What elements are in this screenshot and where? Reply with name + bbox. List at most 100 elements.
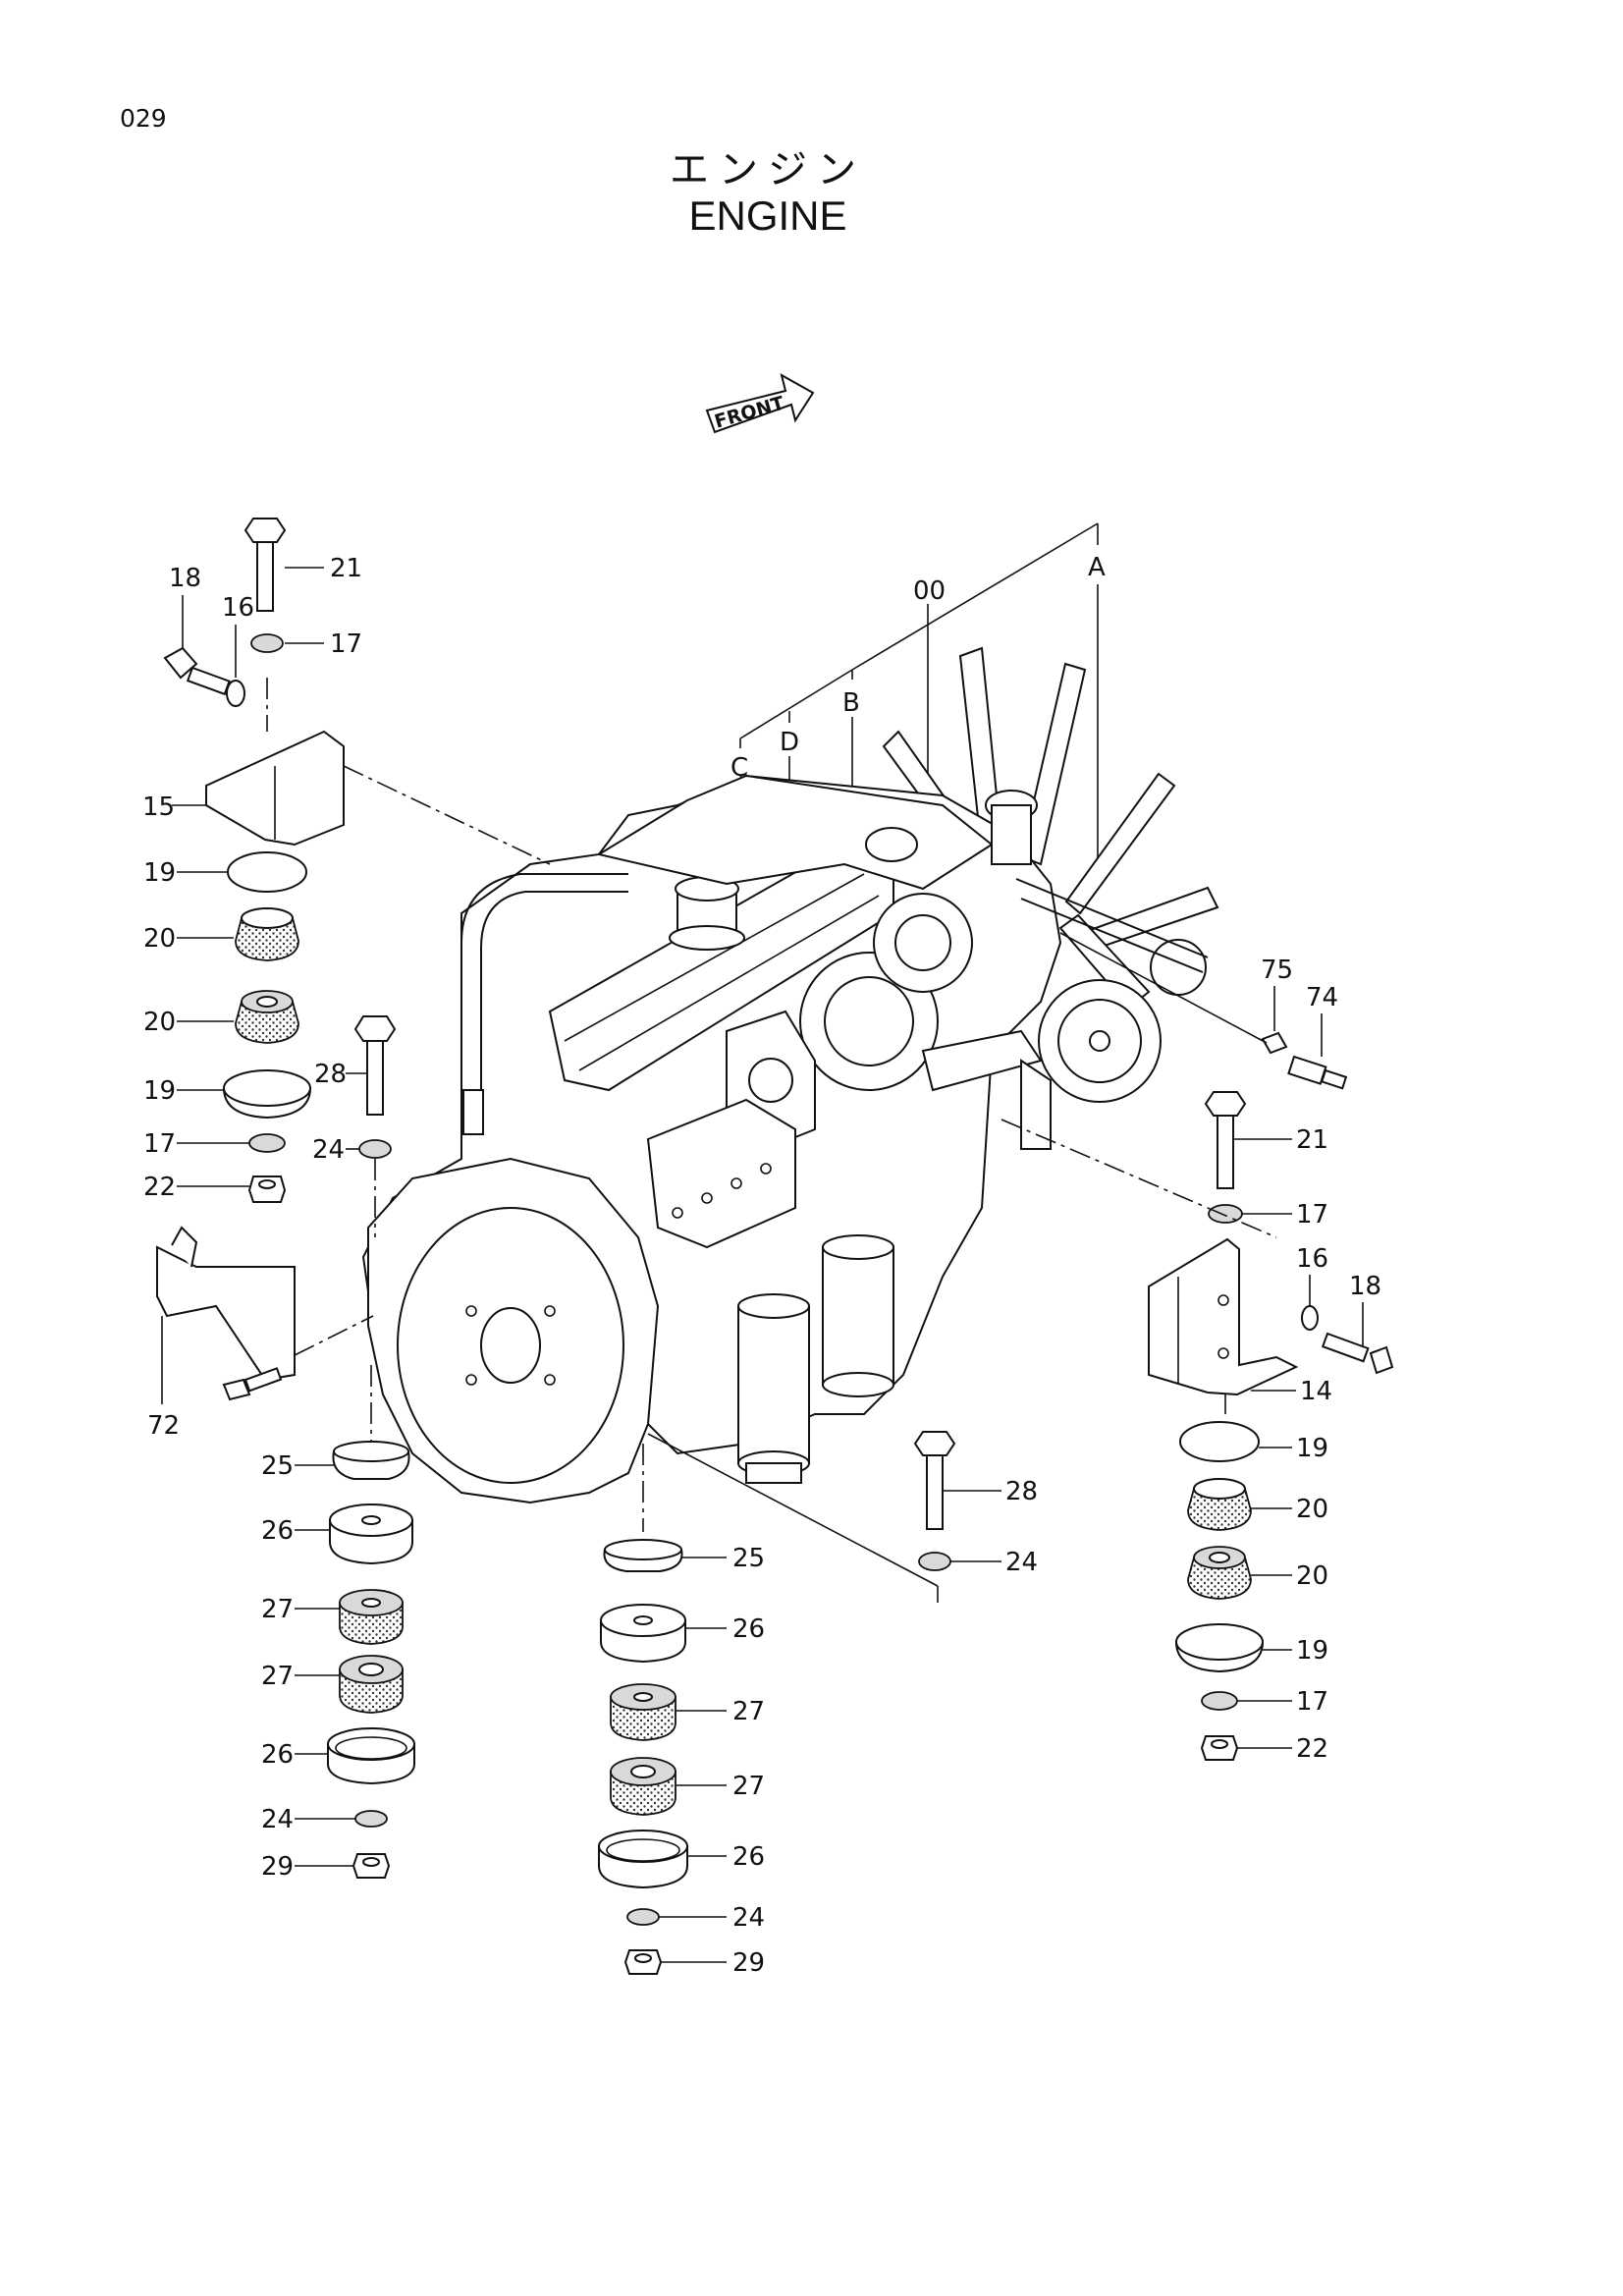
front-arrow-icon: FRONT <box>705 372 815 434</box>
letter-b: B <box>842 688 860 718</box>
callout-20a: 20 <box>143 924 176 954</box>
callout-17-right: 17 <box>1296 1200 1328 1230</box>
callout-25-m: 25 <box>732 1544 765 1573</box>
rubber-27-left-b-icon <box>339 1655 404 1714</box>
washer-24-left-icon <box>358 1139 392 1159</box>
oil-filter-icon <box>822 1234 894 1397</box>
washer-17-right-icon <box>1208 1204 1243 1224</box>
washer-24-lower-left-icon <box>354 1810 388 1828</box>
callout-19-r2: 19 <box>1296 1636 1328 1666</box>
rubber-27-left-a-icon <box>339 1589 404 1645</box>
washer-24-lower-mid-icon <box>626 1908 660 1926</box>
callout-16-left: 16 <box>222 593 254 623</box>
callout-26-l1: 26 <box>261 1516 294 1546</box>
callout-14: 14 <box>1300 1377 1332 1406</box>
cup-26-left-b-icon <box>327 1727 415 1785</box>
washer-16-right-icon <box>1301 1305 1319 1331</box>
rubber-mount-20b-icon <box>235 990 299 1044</box>
bracket-14-icon <box>1148 1237 1299 1396</box>
title-japanese: エンジン <box>670 147 866 192</box>
page-number: 029 <box>120 104 167 133</box>
nut-22-right-icon <box>1200 1735 1239 1761</box>
engine-assembly-drawing <box>361 646 1219 1504</box>
callout-29-m: 29 <box>732 1948 765 1978</box>
oil-filler-cap-icon <box>669 876 745 951</box>
rubber-mount-20a-icon <box>235 907 299 961</box>
callout-29-l: 29 <box>261 1852 294 1882</box>
callout-27-l2: 27 <box>261 1662 294 1691</box>
rubber-27-mid-b-icon <box>610 1757 676 1816</box>
bracket-15-icon <box>205 730 345 847</box>
fuel-filter-icon <box>737 1293 810 1484</box>
rubber-27-mid-a-icon <box>610 1683 676 1741</box>
rubber-mount-20r2-icon <box>1187 1546 1252 1600</box>
callout-17-left: 17 <box>143 1129 176 1159</box>
callout-engine-assembly: 00 <box>913 576 946 606</box>
nut-29-left-icon <box>352 1853 391 1879</box>
callout-24-mid: 24 <box>1005 1548 1038 1577</box>
nut-29-mid-icon <box>623 1949 663 1975</box>
mount-cup-19r2-icon <box>1174 1623 1265 1673</box>
nut-75-icon <box>1261 1031 1288 1055</box>
callout-20b: 20 <box>143 1008 176 1037</box>
letter-c: C <box>730 753 748 783</box>
cup-26-mid-b-icon <box>598 1830 688 1889</box>
radiator-cap-icon <box>865 827 918 862</box>
callout-28-mid: 28 <box>1005 1477 1038 1506</box>
callout-75: 75 <box>1261 956 1293 985</box>
callout-17-r: 17 <box>1296 1687 1328 1717</box>
title-english: ENGINE <box>688 192 847 239</box>
mount-cushion-19a-icon <box>227 851 307 893</box>
callout-19b: 19 <box>143 1076 176 1106</box>
callout-74: 74 <box>1306 983 1338 1012</box>
callout-27-m2: 27 <box>732 1772 765 1801</box>
bolt-21-top-icon <box>243 518 287 612</box>
callout-19a: 19 <box>143 858 176 888</box>
callout-22-r: 22 <box>1296 1734 1328 1764</box>
turbocharger-icon <box>799 893 973 1091</box>
callout-20-r2: 20 <box>1296 1561 1328 1591</box>
callout-15: 15 <box>142 793 175 822</box>
letter-a: A <box>1088 553 1106 582</box>
callout-21-top: 21 <box>330 554 362 583</box>
callout-19-r1: 19 <box>1296 1434 1328 1463</box>
callout-26-m2: 26 <box>732 1842 765 1872</box>
rubber-mount-20r1-icon <box>1187 1478 1252 1531</box>
callout-24-left: 24 <box>312 1135 345 1165</box>
fuel-injection-pump <box>646 1098 796 1249</box>
spacer-26-mid-a-icon <box>600 1604 686 1664</box>
bolt-28-left-icon <box>353 1015 397 1116</box>
mount-cushion-19r1-icon <box>1179 1421 1260 1462</box>
callout-25-l: 25 <box>261 1451 294 1481</box>
callout-18-right: 18 <box>1349 1272 1381 1301</box>
washer-17-top-icon <box>250 633 284 653</box>
nut-22-left-icon <box>247 1175 287 1203</box>
callout-24-m: 24 <box>732 1903 765 1933</box>
mount-cup-19b-icon <box>222 1069 312 1120</box>
bolt-18-right-icon <box>1321 1332 1394 1375</box>
bolt-18-left-icon <box>163 646 231 696</box>
bolt-21-right-icon <box>1204 1091 1247 1189</box>
bolt-28-mid-icon <box>913 1431 956 1530</box>
alternator-icon <box>1038 939 1207 1103</box>
front-label: FRONT <box>712 393 786 433</box>
washer-16-left-icon <box>226 680 245 707</box>
letter-d: D <box>780 728 799 757</box>
callout-17-top: 17 <box>330 629 362 659</box>
washer-17-left-icon <box>248 1133 286 1153</box>
callout-26-l2: 26 <box>261 1740 294 1770</box>
callout-72: 72 <box>147 1411 180 1441</box>
callout-21-right: 21 <box>1296 1125 1328 1155</box>
spacer-26-left-a-icon <box>329 1503 413 1565</box>
callout-22-left: 22 <box>143 1173 176 1202</box>
callout-16-right: 16 <box>1296 1244 1328 1274</box>
callout-27-m1: 27 <box>732 1697 765 1726</box>
bracket-72-icon <box>156 1226 296 1401</box>
callout-28-left: 28 <box>314 1060 347 1089</box>
callout-27-l1: 27 <box>261 1595 294 1624</box>
callout-18-left: 18 <box>169 564 201 593</box>
callout-24-l: 24 <box>261 1805 294 1834</box>
sensor-74-icon <box>1287 1055 1348 1090</box>
callout-20-r1: 20 <box>1296 1495 1328 1524</box>
